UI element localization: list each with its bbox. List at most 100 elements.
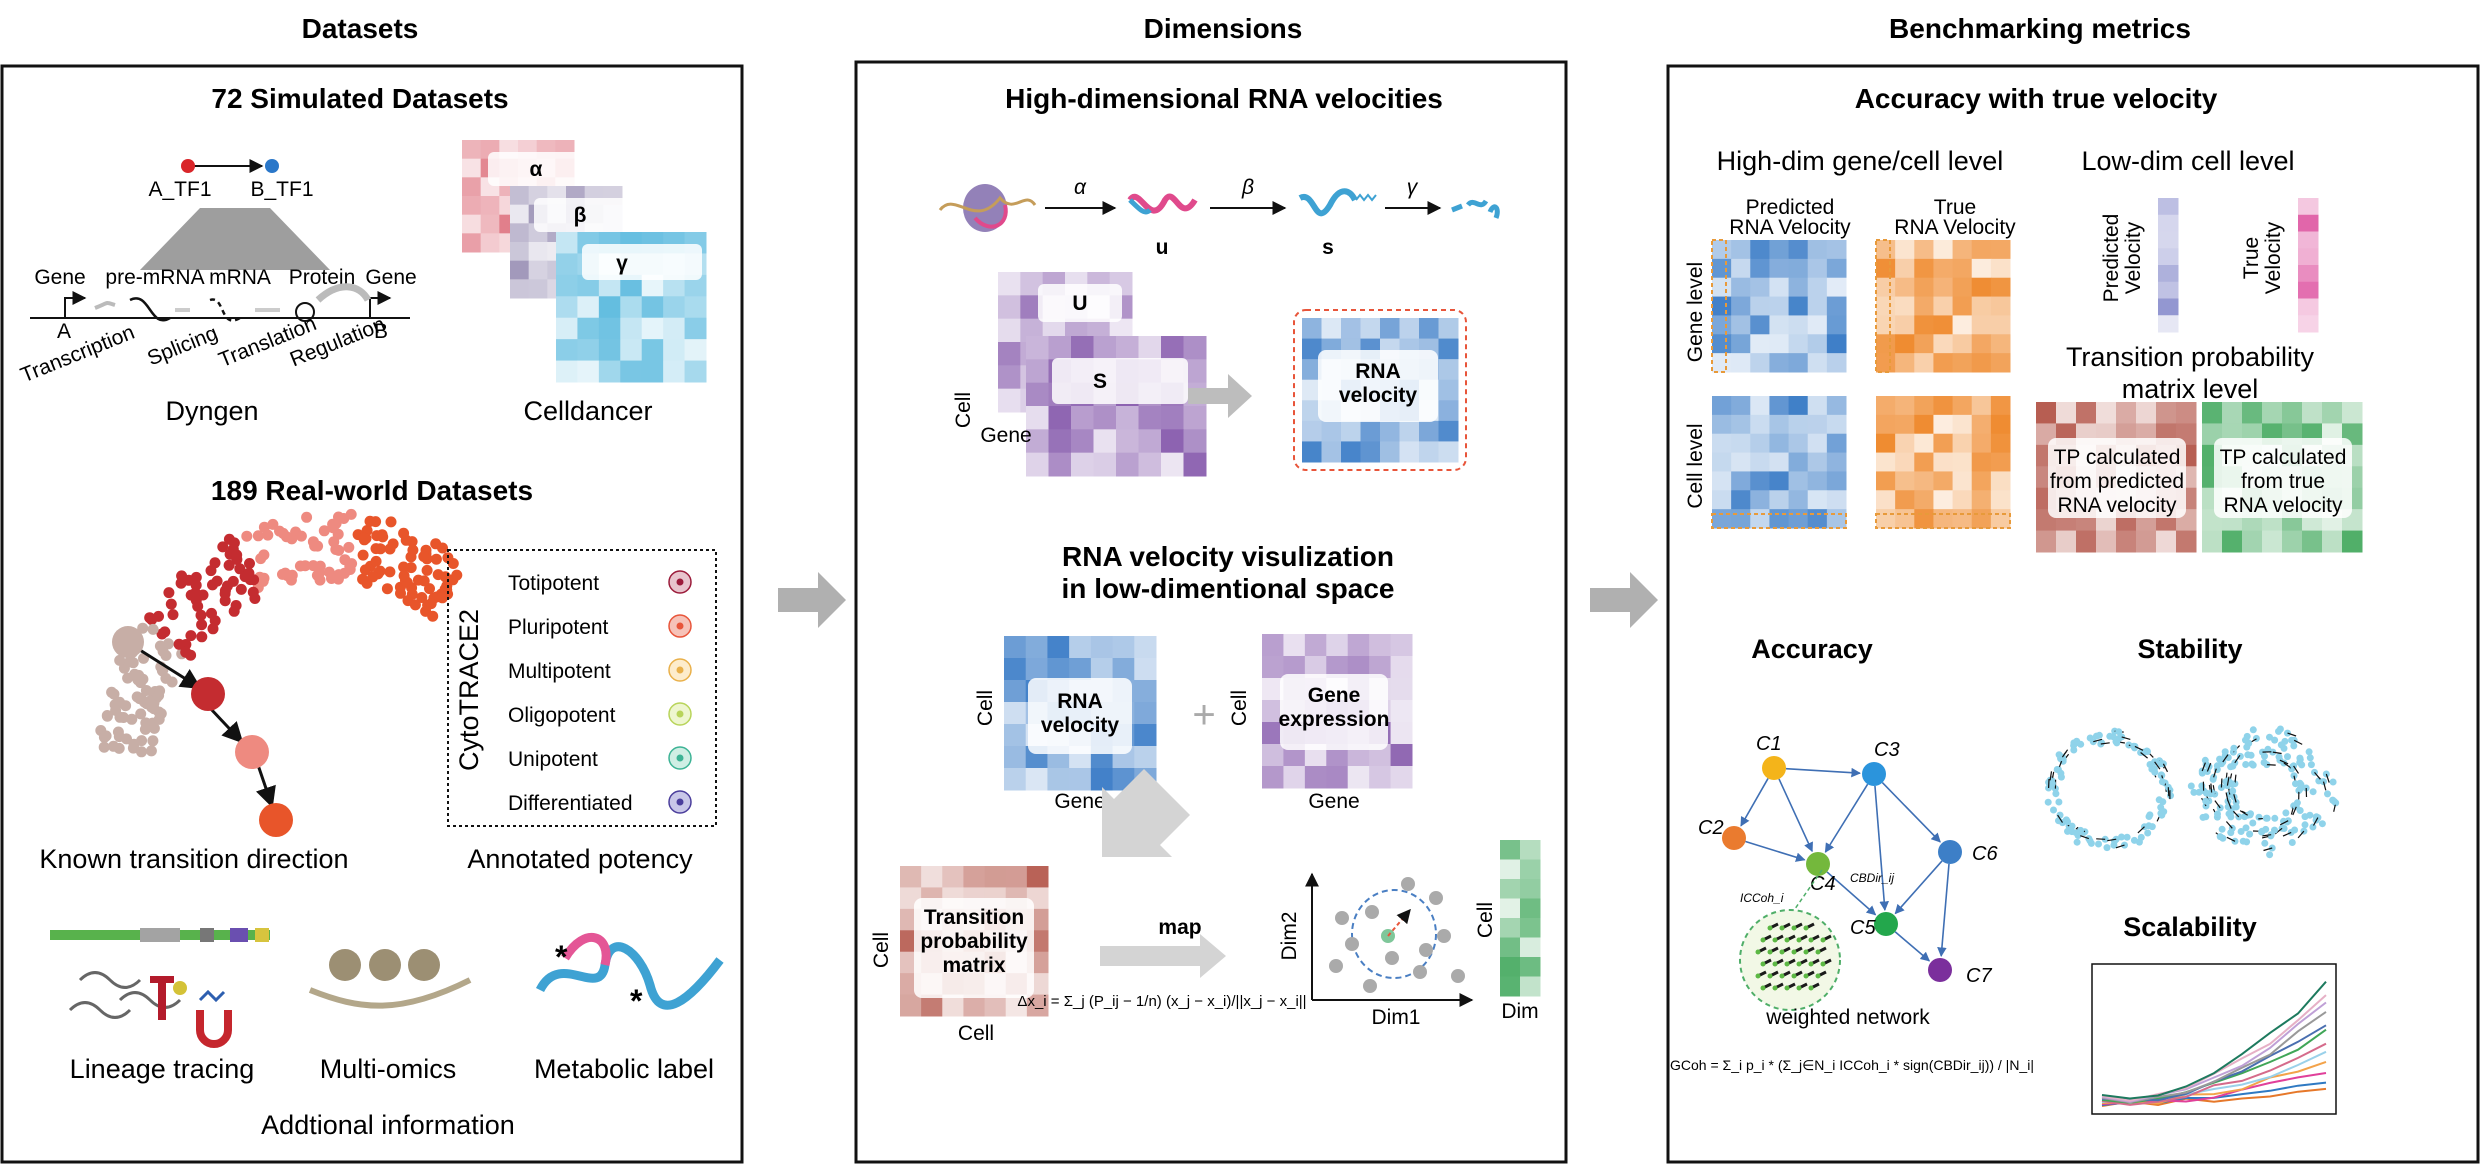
mini-dot [1796, 985, 1802, 991]
transition-dot [255, 553, 267, 565]
true-gene-cell [1971, 334, 1992, 354]
stability-dot [2258, 828, 2266, 836]
velocity-cell [1399, 441, 1420, 463]
pred-cell-cell [1826, 490, 1847, 510]
dim-cell [1520, 937, 1541, 958]
pred-cell-cell [1731, 452, 1751, 472]
alpha-cell [462, 214, 482, 234]
tp-true-cell [2302, 530, 2323, 553]
mini-dot [1767, 925, 1773, 931]
stability-arrow [2263, 847, 2273, 852]
transition-dot [339, 554, 351, 566]
pred-cell-cell [1788, 490, 1809, 510]
potency-label: Unipotent [508, 748, 598, 771]
true-cell-cell [1895, 452, 1915, 472]
col-title-dimensions: Dimensions [1144, 13, 1303, 44]
tp-cell [1026, 994, 1049, 1017]
pred-cell-cell [1731, 396, 1751, 416]
high-dim-matrices: Predicted RNA Velocity True RNA Velocity… [1684, 196, 2016, 529]
pred-cell-cell [1788, 452, 1809, 472]
true-gene-cell [1895, 353, 1915, 373]
network-edge [1874, 785, 1889, 912]
pred-gene-cell [1826, 353, 1847, 373]
lineage-tracing-icon: Lineage tracing [50, 928, 270, 1084]
gamma-cell [577, 317, 600, 340]
pred-gene-cell [1731, 277, 1751, 298]
stability-dot [2297, 781, 2305, 789]
velocity-cell [1438, 400, 1459, 422]
pred-vec-cell [2158, 231, 2179, 249]
mini-dot [1772, 985, 1778, 991]
transition-dot [101, 710, 113, 722]
true-cell-cell [1876, 433, 1896, 454]
celldancer-label: Celldancer [523, 396, 652, 426]
embedding-dot [1419, 943, 1433, 957]
network-edge [1881, 782, 1941, 843]
gamma-cell [620, 339, 643, 362]
true-gene-cell [1990, 334, 2011, 354]
velocity2-cell [1069, 768, 1092, 791]
network-node-label: C6 [1972, 843, 1998, 865]
stability-dot [2237, 828, 2245, 835]
stability-dot [2246, 830, 2254, 838]
tp-pred-cell [2176, 530, 2197, 553]
transition-dot [241, 530, 253, 542]
true-cell-cell [1933, 490, 1954, 510]
transition-dot [307, 560, 319, 572]
s-cell [1026, 359, 1049, 384]
true-cell-cell [1876, 490, 1896, 510]
s-cell [1071, 336, 1094, 360]
true-gene-cell [1895, 277, 1915, 298]
dim-cell [1500, 937, 1521, 958]
dim1-label: Dim1 [1371, 1006, 1420, 1029]
gamma-cell [556, 360, 578, 383]
transition-dot [185, 649, 197, 661]
expression-cell [1304, 634, 1327, 657]
stability-dot [2148, 823, 2156, 831]
predicted-header-2: RNA Velocity [1729, 216, 1851, 239]
mini-dot [1820, 937, 1826, 943]
stability-arrow [2100, 742, 2110, 745]
true-gene-cell [1933, 240, 1954, 260]
pred-vec-cell [2158, 214, 2179, 232]
potency-core [676, 754, 684, 762]
transition-dot [173, 638, 185, 650]
transition-dot [430, 553, 442, 565]
tp-true-cell [2322, 530, 2343, 553]
stability-arrow [2225, 792, 2229, 802]
true-cell-cell [1876, 452, 1896, 472]
true-cell-cell [1895, 414, 1915, 435]
transition-dot [252, 530, 264, 542]
expression-cell [1390, 766, 1413, 789]
embedding-dot [1413, 965, 1427, 979]
mini-dot [1803, 925, 1809, 931]
s-matrix [1026, 336, 1207, 477]
gamma-cell [684, 339, 707, 362]
stability-dot [2130, 836, 2138, 844]
stability-arrow [2226, 776, 2230, 786]
icc-label: ICCoh_i [1740, 891, 1784, 905]
pred-cell-cell [1807, 509, 1828, 529]
true-gene-cell [1876, 258, 1896, 279]
true-cell-cell [1971, 433, 1992, 454]
tp-pred-cell [2176, 402, 2197, 424]
stability-dot [2044, 798, 2052, 806]
alpha-cell [480, 196, 500, 216]
true-vec-cell [2298, 265, 2319, 283]
stability-arrow [2213, 768, 2217, 778]
transition-dot [407, 544, 419, 556]
gamma-cell [598, 339, 621, 362]
stability-arrow [2227, 799, 2232, 809]
stability-dot [2190, 788, 2198, 796]
stability-dot [2227, 829, 2235, 837]
us-matrices: U S Cell Gene [952, 272, 1252, 477]
col-title-metrics: Benchmarking metrics [1889, 13, 2191, 44]
pred-cell-cell [1731, 471, 1751, 491]
true-cell-cell [1914, 414, 1934, 435]
mini-dot [1808, 961, 1814, 967]
s-cell [1093, 336, 1117, 360]
stability-plots [2044, 725, 2340, 859]
stability-dot [2329, 778, 2337, 786]
transition-dot [262, 529, 274, 541]
mini-dot [1791, 949, 1797, 955]
